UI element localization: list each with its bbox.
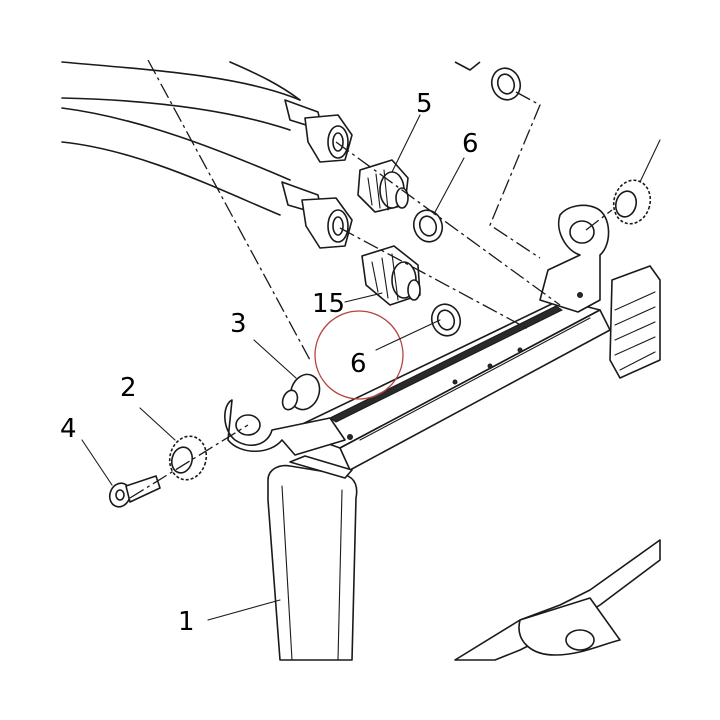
- oil-hoses: [61, 61, 301, 216]
- oil-cooler-body: [224, 204, 661, 661]
- leader-lines: [81, 114, 661, 621]
- bolt-4: [108, 475, 161, 508]
- adapter-fitting-15: [361, 245, 421, 306]
- adapter-fitting-5: [357, 159, 409, 213]
- callout-6-lower: 6: [350, 349, 367, 379]
- callout-4: 4: [60, 414, 77, 444]
- callout-15: 15: [312, 289, 345, 319]
- seal-ring-top: [490, 67, 522, 101]
- assembly-lines: [129, 59, 613, 499]
- callout-5: 5: [416, 89, 433, 119]
- highlight-circle: [314, 310, 404, 400]
- rubber-grommet-3: [281, 373, 321, 411]
- upper-part-fragment: [454, 61, 481, 71]
- callout-1: 1: [178, 607, 195, 637]
- lower-hose-fitting: [281, 181, 353, 249]
- serrated-washer-right: [612, 179, 652, 225]
- seal-ring-upper: [412, 209, 444, 243]
- callout-3: 3: [230, 309, 247, 339]
- serrated-washer-2: [168, 435, 208, 481]
- seal-ring-lower: [430, 303, 462, 337]
- callout-2: 2: [120, 373, 137, 403]
- callout-6-upper: 6: [462, 129, 479, 159]
- upper-hose-fitting: [284, 99, 353, 163]
